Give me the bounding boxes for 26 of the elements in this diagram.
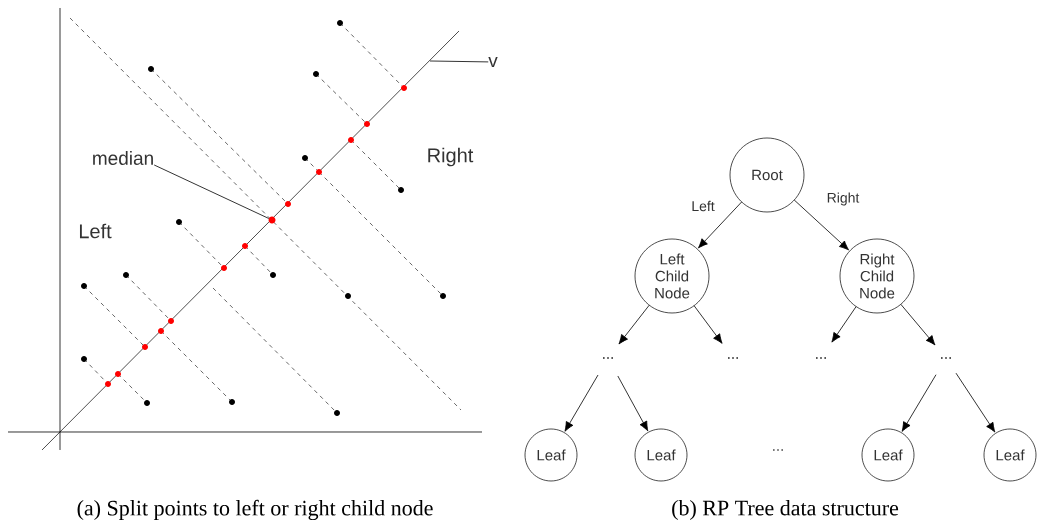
- ellipsis-text: ...: [773, 449, 783, 451]
- arrow: [693, 305, 723, 344]
- arrow: [900, 303, 936, 346]
- arrow: [793, 199, 850, 251]
- arrow: [564, 374, 599, 432]
- leader-label: median: [93, 151, 153, 165]
- leader-line: [153, 164, 270, 219]
- leader-line: [429, 60, 489, 63]
- figure-caption: (b) RP Tree data structure: [672, 500, 899, 520]
- ellipsis-text: ...: [941, 357, 951, 359]
- median-point: [268, 216, 276, 224]
- figure-caption: (a) Split points to left or right child node: [77, 499, 433, 521]
- arrow: [618, 304, 650, 345]
- arrow: [617, 375, 649, 432]
- arrow: [698, 201, 743, 249]
- region-label: Left: [80, 223, 112, 239]
- edge-label: Right: [827, 192, 860, 206]
- arrow: [955, 372, 996, 433]
- ellipsis-text: ...: [603, 357, 613, 359]
- edge-label: Left: [692, 200, 715, 212]
- region-label: Right: [428, 147, 474, 167]
- ellipsis-text: ...: [816, 357, 826, 359]
- leader-label: v: [488, 57, 498, 67]
- arrow: [901, 374, 937, 432]
- ellipsis-text: ...: [728, 357, 738, 359]
- arrow: [831, 306, 857, 343]
